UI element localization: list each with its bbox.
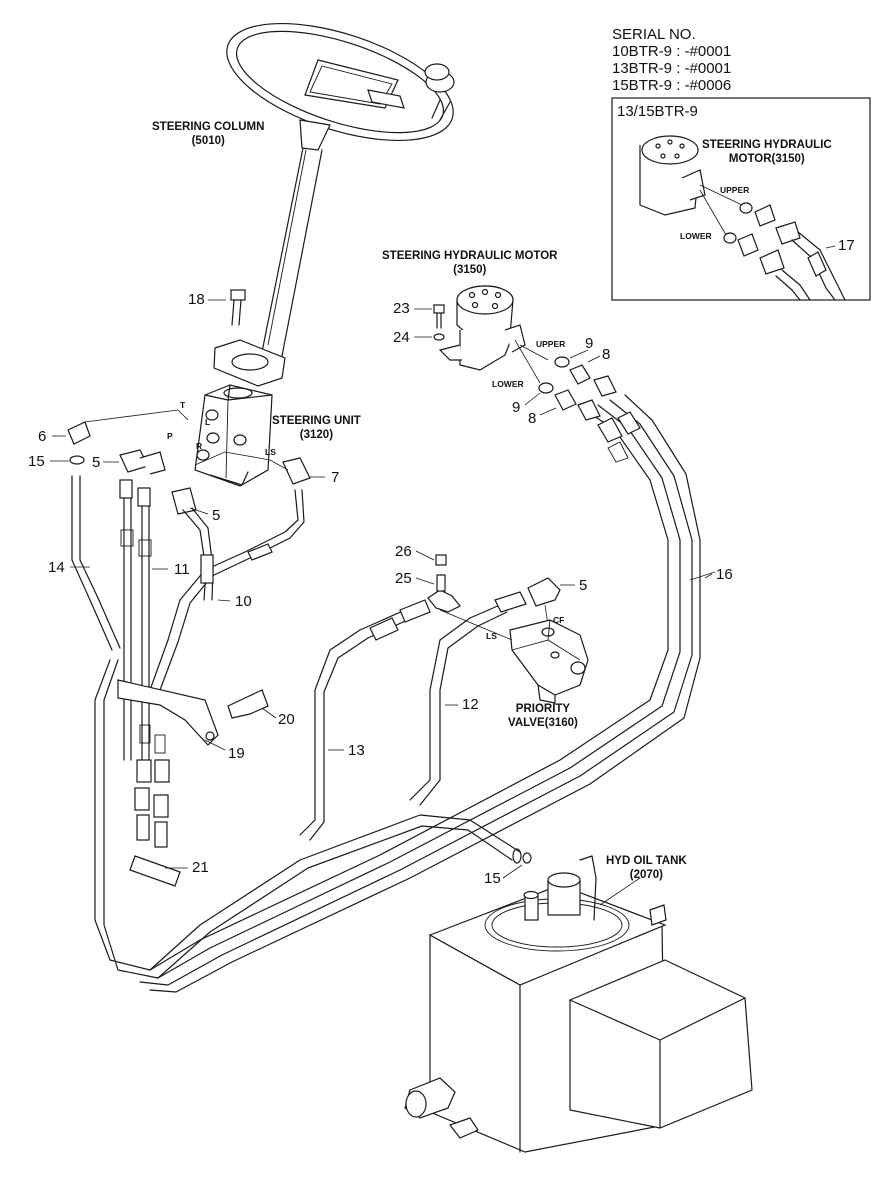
inset-lower-label: LOWER xyxy=(680,231,712,241)
part-12: 12 xyxy=(462,696,479,713)
part-6: 6 xyxy=(38,428,47,445)
port-r-label: R xyxy=(196,441,203,451)
hose-12 xyxy=(409,591,527,806)
hose-11 xyxy=(119,479,170,783)
port-l-label: L xyxy=(205,417,211,427)
part-14: 14 xyxy=(48,559,65,576)
inset-box xyxy=(611,97,871,301)
hose-10 xyxy=(149,489,305,691)
part-17: 17 xyxy=(838,237,855,254)
bolt-18 xyxy=(208,289,246,326)
part-26: 26 xyxy=(395,543,412,560)
inset-upper-label: UPPER xyxy=(720,185,750,195)
hyd-oil-tank xyxy=(404,855,753,1153)
hose-13 xyxy=(299,599,431,841)
steering-unit-label: STEERING UNIT (3120) xyxy=(272,415,361,441)
fitting-5-valve xyxy=(527,577,575,626)
steering-column-label: STEERING COLUMN (5010) xyxy=(152,121,265,147)
fittings-8 xyxy=(539,355,617,421)
part-5-mid: 5 xyxy=(212,507,221,524)
part-5-valve: 5 xyxy=(579,577,588,594)
steering-motor xyxy=(438,285,549,384)
part-23: 23 xyxy=(393,300,410,317)
part-13: 13 xyxy=(348,742,365,759)
serial-line-3: 15BTR-9 : -#0006 xyxy=(612,77,732,94)
steering-column xyxy=(213,119,331,387)
part-10: 10 xyxy=(235,593,252,610)
port-upper-label: UPPER xyxy=(536,339,566,349)
oring-15-top xyxy=(50,455,85,465)
inset-title: 13/15BTR-9 xyxy=(617,103,698,120)
steering-unit xyxy=(194,384,273,487)
bracket-19 xyxy=(117,679,226,751)
tee-25 xyxy=(415,550,461,613)
part-16: 16 xyxy=(716,566,733,583)
orings-9 xyxy=(524,349,589,406)
hose-14 xyxy=(70,475,121,651)
part-15-tank: 15 xyxy=(484,870,501,887)
part-5-left: 5 xyxy=(92,454,101,471)
port-lower-label: LOWER xyxy=(492,379,524,389)
serial-line-1: 10BTR-9 : -#0001 xyxy=(612,43,732,60)
port-cf-label: CF xyxy=(553,615,565,625)
bolt-23 xyxy=(414,304,445,329)
part-24: 24 xyxy=(393,329,410,346)
part-9-upper: 9 xyxy=(585,335,594,352)
priority-valve-label: PRIORITY VALVE(3160) xyxy=(508,703,578,729)
hose-return xyxy=(149,814,532,979)
steering-motor-label: STEERING HYDRAULIC MOTOR (3150) xyxy=(382,250,558,276)
port-p-label: P xyxy=(167,431,173,441)
port-ls-valve-label: LS xyxy=(486,631,497,641)
part-15-top: 15 xyxy=(28,453,45,470)
washer-24 xyxy=(414,333,445,341)
serial-title: SERIAL NO. xyxy=(612,26,696,43)
part-9-lower: 9 xyxy=(512,399,521,416)
part-8-upper: 8 xyxy=(602,346,611,363)
hyd-oil-tank-label: HYD OIL TANK (2070) xyxy=(606,855,687,881)
part-21: 21 xyxy=(192,859,209,876)
fitting-5-mid xyxy=(171,487,209,515)
port-t-label: T xyxy=(180,400,186,410)
part-8-lower: 8 xyxy=(528,410,537,427)
fittings-lower xyxy=(129,787,188,887)
part-20: 20 xyxy=(278,711,295,728)
inset-motor-label: STEERING HYDRAULIC MOTOR(3150) xyxy=(702,139,832,165)
fitting-5-left xyxy=(103,449,166,475)
fitting-6 xyxy=(52,409,179,445)
bolt-20 xyxy=(227,689,277,719)
serial-line-2: 13BTR-9 : -#0001 xyxy=(612,60,732,77)
fitting-7 xyxy=(282,457,325,485)
priority-valve xyxy=(439,609,589,704)
port-ls-unit-label: LS xyxy=(265,447,276,457)
part-7: 7 xyxy=(331,469,340,486)
part-25: 25 xyxy=(395,570,412,587)
part-18: 18 xyxy=(188,291,205,308)
steering-wheel xyxy=(226,22,455,142)
hose-bundle-16 xyxy=(94,394,716,993)
part-11: 11 xyxy=(174,561,190,578)
part-19: 19 xyxy=(228,745,245,762)
